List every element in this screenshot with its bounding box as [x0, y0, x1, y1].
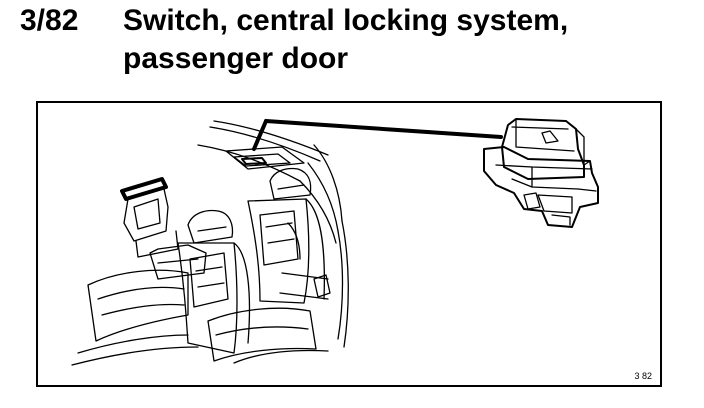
switch-detail-drawing — [483, 118, 599, 228]
illustration — [71, 118, 599, 366]
figure-reference-label: 3 82 — [634, 371, 652, 381]
leader-line — [252, 119, 503, 151]
title-line-1: Switch, central locking system, — [123, 4, 569, 37]
car-interior-drawing — [71, 120, 349, 366]
page-header: 3/82 Switch, central locking system, pas… — [0, 0, 704, 90]
figure-frame: 3 82 — [36, 101, 662, 387]
reference-number: 3/82 — [20, 4, 79, 37]
title-line-2: passenger door — [123, 42, 349, 75]
